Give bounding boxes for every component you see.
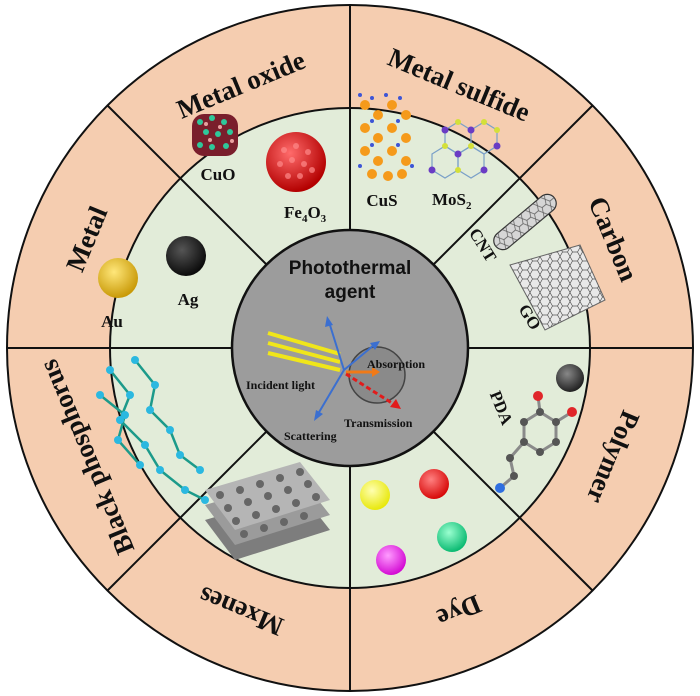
cuo-particle-icon — [192, 114, 238, 156]
go-sheet-icon — [509, 244, 606, 331]
metal-oxide-images: CuO Fe4O3 — [192, 114, 327, 225]
dye-yellow-sphere-icon — [360, 480, 390, 510]
label-mos2: MoS2 — [432, 190, 472, 212]
au-particle-icon — [98, 258, 138, 298]
center-title-line1: Photothermal — [289, 258, 411, 279]
dye-red-sphere-icon — [419, 469, 449, 499]
particle-circle — [348, 346, 406, 404]
cnt-tube-icon — [493, 193, 557, 251]
dye-images — [360, 469, 467, 575]
transmission-label: Transmission — [344, 416, 413, 430]
incident-light-label: Incident light — [246, 378, 315, 392]
absorption-label: Absorption — [367, 357, 425, 371]
label-au: Au — [101, 312, 123, 331]
polymer-images: PDA — [486, 364, 584, 493]
pda-sphere-icon — [556, 364, 584, 392]
dopamine-molecule-icon — [495, 391, 577, 493]
center-title-line2: agent — [325, 282, 376, 303]
cus-crystal-icon — [358, 93, 414, 181]
dye-magenta-sphere-icon — [376, 545, 406, 575]
label-fe3o4: Fe4O3 — [284, 203, 327, 225]
mxenes-sheet-icon — [205, 462, 330, 560]
label-ag: Ag — [178, 290, 199, 309]
scattering-arrows-icon — [317, 321, 375, 415]
label-cus: CuS — [366, 191, 397, 210]
label-cuo: CuO — [201, 165, 236, 184]
ag-particle-icon — [166, 236, 206, 276]
metal-images: Au Ag — [98, 236, 206, 331]
black-phosphorus-lattice-icon — [96, 356, 209, 504]
incident-light-rays-icon — [267, 331, 341, 372]
sector-dividers — [7, 5, 693, 691]
metal-sulfide-images: CuS MoS2 — [358, 93, 501, 212]
center-disk — [230, 228, 470, 468]
mos2-lattice-icon — [428, 119, 501, 179]
scattering-label: Scattering — [284, 429, 337, 443]
fe3o4-particle-icon — [266, 132, 326, 192]
absorption-arrow-icon — [346, 367, 380, 377]
center-illustration: Photothermal agent Absorption Incident l… — [246, 258, 425, 443]
transmission-arrow-icon — [345, 372, 401, 409]
dye-green-sphere-icon — [437, 522, 467, 552]
